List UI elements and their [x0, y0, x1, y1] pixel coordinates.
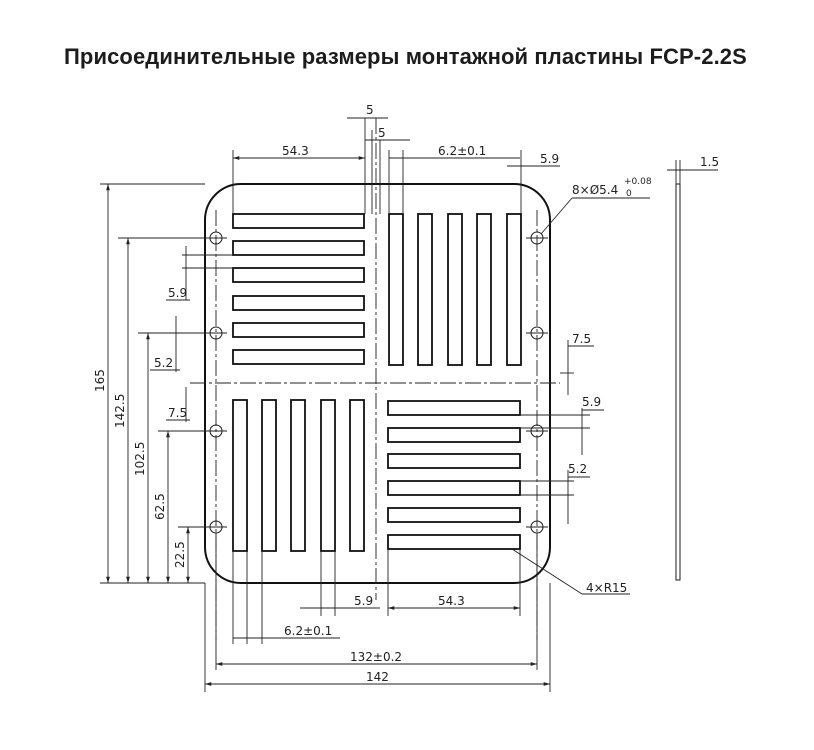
dim-holes-tol-lower: 0 [626, 189, 632, 199]
radius-leader [511, 548, 583, 595]
plate-side-view [675, 183, 681, 581]
dim-5-2-right: 5.2 [568, 462, 587, 476]
dim-5-2-left: 5.2 [154, 356, 173, 370]
slot [388, 213, 404, 366]
slot [232, 399, 248, 552]
slot [387, 427, 521, 443]
slots-top-right [388, 213, 522, 366]
page-title: Присоединительные размеры монтажной плас… [64, 44, 747, 69]
slot [476, 213, 492, 366]
plate-outline [204, 183, 551, 584]
dim-54-3-bottom: 54.3 [438, 594, 465, 608]
slot [232, 295, 365, 311]
slot [387, 400, 521, 416]
dim-5-9-top: 5.9 [540, 152, 559, 166]
dim-54-3-top: 54.3 [282, 144, 309, 158]
dim-holes-tol-upper: +0.08 [624, 177, 652, 187]
dim-6-2-top: 6.2±0.1 [438, 144, 486, 158]
dim-radius: 4×R15 [586, 581, 627, 595]
slot [387, 534, 521, 550]
slot [232, 213, 365, 229]
dim-6-2-bottom: 6.2±0.1 [284, 624, 332, 638]
slots-top-left [232, 213, 365, 365]
slot [506, 213, 522, 366]
dim-1-5: 1.5 [700, 155, 719, 169]
dim-7-5-right: 7.5 [572, 332, 591, 346]
dim-right-group [520, 340, 604, 524]
slot [417, 213, 433, 366]
slot [387, 480, 521, 496]
dim-5-a: 5 [366, 103, 374, 117]
dim-bottom-group [204, 533, 551, 692]
dim-5-9-bottom: 5.9 [354, 594, 373, 608]
dim-22-5: 22.5 [173, 541, 187, 568]
dim-142-5: 142.5 [113, 394, 127, 428]
slot [232, 322, 365, 338]
dim-5-b: 5 [378, 126, 386, 140]
slot [261, 399, 277, 552]
holes-leader [540, 197, 573, 235]
dim-top-group [232, 117, 718, 214]
slot [320, 399, 336, 552]
hole-center-marks [205, 237, 548, 528]
dim-62-5: 62.5 [153, 493, 167, 520]
slots-bottom-left [232, 399, 365, 552]
dim-5-9-left: 5.9 [168, 286, 187, 300]
slot [387, 507, 521, 523]
dim-102-5: 102.5 [133, 442, 147, 476]
slot [447, 213, 463, 366]
slot [232, 240, 365, 256]
slot [387, 453, 521, 469]
dim-142: 142 [366, 670, 389, 684]
dim-holes: 8×Ø5.4 [572, 183, 618, 197]
dim-132: 132±0.2 [350, 650, 402, 664]
slot [232, 267, 365, 283]
slot [349, 399, 365, 552]
dim-5-9-right: 5.9 [582, 395, 601, 409]
slots-bottom-right [387, 400, 521, 550]
dim-left-group [100, 183, 233, 584]
dim-165: 165 [93, 369, 107, 392]
dim-7-5-left: 7.5 [168, 406, 187, 420]
slot [232, 349, 365, 365]
slot [290, 399, 306, 552]
